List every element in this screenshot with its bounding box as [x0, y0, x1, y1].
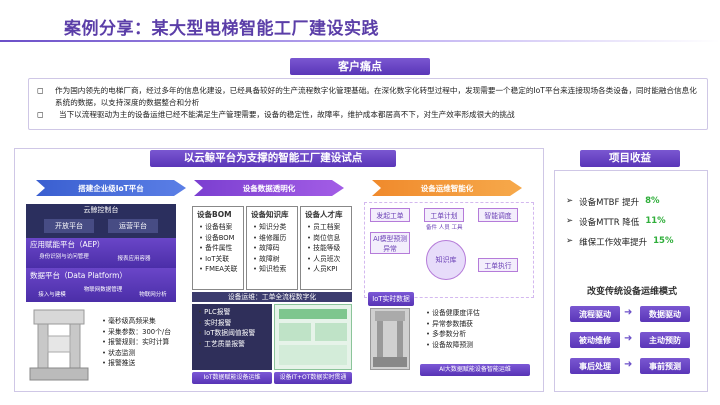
machine-image: [370, 308, 410, 370]
feature-item: 报警规则：实时计算: [102, 337, 188, 348]
from-tag: 被动维修: [570, 332, 620, 348]
to-tag: 主动预防: [640, 332, 690, 348]
dp-item: 物联网分析: [139, 292, 167, 298]
dev-platform: 开放平台: [44, 219, 94, 233]
bom-box: 设备BOM 设备档案 设备BOM 备件属性 IoT关联 FMEA关联: [192, 206, 244, 290]
console-label: 云鲸控制台: [26, 204, 176, 216]
iot-data-node: IoT实时数据: [368, 292, 414, 306]
main-panel: [14, 148, 544, 392]
arrow-icon: ➢: [566, 236, 574, 246]
alert-panel: PLC报警 实时报警 IoT数据阈值报警 工艺质量报警: [192, 304, 272, 370]
title-divider: [0, 40, 720, 42]
stage-banner-intelligent: 设备运维智能化: [372, 180, 522, 196]
feature-item: 报警推送: [102, 358, 188, 369]
flow-node: 工单执行: [478, 258, 518, 272]
feature-item: 采集参数：300个/台: [102, 327, 188, 338]
platform-features: 毫秒级高频采集 采集参数：300个/台 报警规则：实时计算 状态监测 报警推送: [96, 316, 188, 369]
arrow-right-icon: ➜: [624, 359, 633, 370]
intelligent-footer: AI大数据赋能设备智能运维: [420, 364, 530, 376]
checkbox-icon: ◻: [37, 86, 44, 95]
knowledge-base-node: 知识库: [426, 240, 466, 280]
press-machine-image: [26, 306, 92, 384]
arrow-icon: ➢: [566, 216, 574, 226]
dp-label: 数据平台（Data Platform）: [30, 271, 127, 280]
pain-item: ◻ 当下以流程驱动为主的设备运维已经不能满足生产管理需要，设备的稳定性，故障率，…: [37, 109, 699, 121]
flow-node: 智能调度: [478, 208, 518, 222]
flow-node: 工单计划: [424, 208, 464, 222]
knowledge-box: 设备知识库 知识分类 维修履历 故障码 故障树 知识检索: [246, 206, 298, 290]
resource-tags: 备件 人员 工具: [426, 225, 463, 231]
arrow-right-icon: ➜: [624, 307, 633, 318]
talent-box: 设备人才库 员工档案 岗位信息 技能等级 人员班次 人员KPI: [300, 206, 352, 290]
benefit-panel: [554, 170, 708, 392]
feature-item: 毫秒级高频采集: [102, 316, 188, 327]
main-banner: 以云鲸平台为支撑的智能工厂建设试点: [150, 150, 396, 167]
stage-banner-transparency: 设备数据透明化: [194, 180, 344, 196]
to-tag: 数据驱动: [640, 306, 690, 322]
pain-item: ◻ 作为国内领先的电梯厂商，经过多年的信息化建设，已经具备较好的生产流程数字化管…: [37, 85, 699, 109]
flow-node: 发起工单: [370, 208, 410, 222]
arrow-icon: ➢: [566, 196, 574, 206]
footer-tag-right: 设备IT+OT数据实时贯通: [274, 372, 352, 384]
benefit-tag: 项目收益: [580, 150, 680, 167]
pain-text: 当下以流程驱动为主的设备运维已经不能满足生产管理需要，设备的稳定性，故障率，维护…: [59, 110, 515, 119]
page-title: 案例分享：某大型电梯智能工厂建设实践: [64, 19, 379, 39]
dp-item: 接入与建模: [38, 292, 66, 298]
intelligent-features: 设备健康度评估 异常参数捕获 多参数分析 设备故障预测: [420, 308, 530, 350]
from-tag: 事后处理: [570, 358, 620, 374]
ops-bar: 设备运维：工单全流程数字化: [192, 292, 352, 302]
change-title: 改变传统设备运维模式: [586, 287, 677, 297]
flow-area: [364, 202, 534, 298]
stage-banner-iot: 搭建企业级IoT平台: [36, 180, 186, 196]
pain-box: ◻ 作为国内领先的电梯厂商，经过多年的信息化建设，已经具备较好的生产流程数字化管…: [28, 78, 708, 130]
feature-item: 状态监测: [102, 348, 188, 359]
aep-label: 应用赋能平台（AEP）: [30, 240, 105, 249]
pain-text: 作为国内领先的电梯厂商，经过多年的信息化建设，已经具备较好的生产流程数字化管理基…: [55, 86, 697, 107]
aep-item: 报表应用容器: [117, 256, 151, 262]
aep-item: 身份识别与访问管理: [39, 254, 89, 260]
pain-tag: 客户痛点: [290, 58, 430, 75]
to-tag: 事前预测: [640, 358, 690, 374]
ops-platform: 运营平台: [108, 219, 158, 233]
dp-item: 物联网数据管理: [83, 287, 123, 293]
from-tag: 流程驱动: [570, 306, 620, 322]
dashboard-screenshot: [274, 304, 352, 370]
checkbox-icon: ◻: [37, 110, 44, 119]
arrow-right-icon: ➜: [624, 333, 633, 344]
footer-tag-left: IoT数据赋能设备运维: [192, 372, 272, 384]
flow-node: AI模型预测异常: [370, 232, 410, 254]
